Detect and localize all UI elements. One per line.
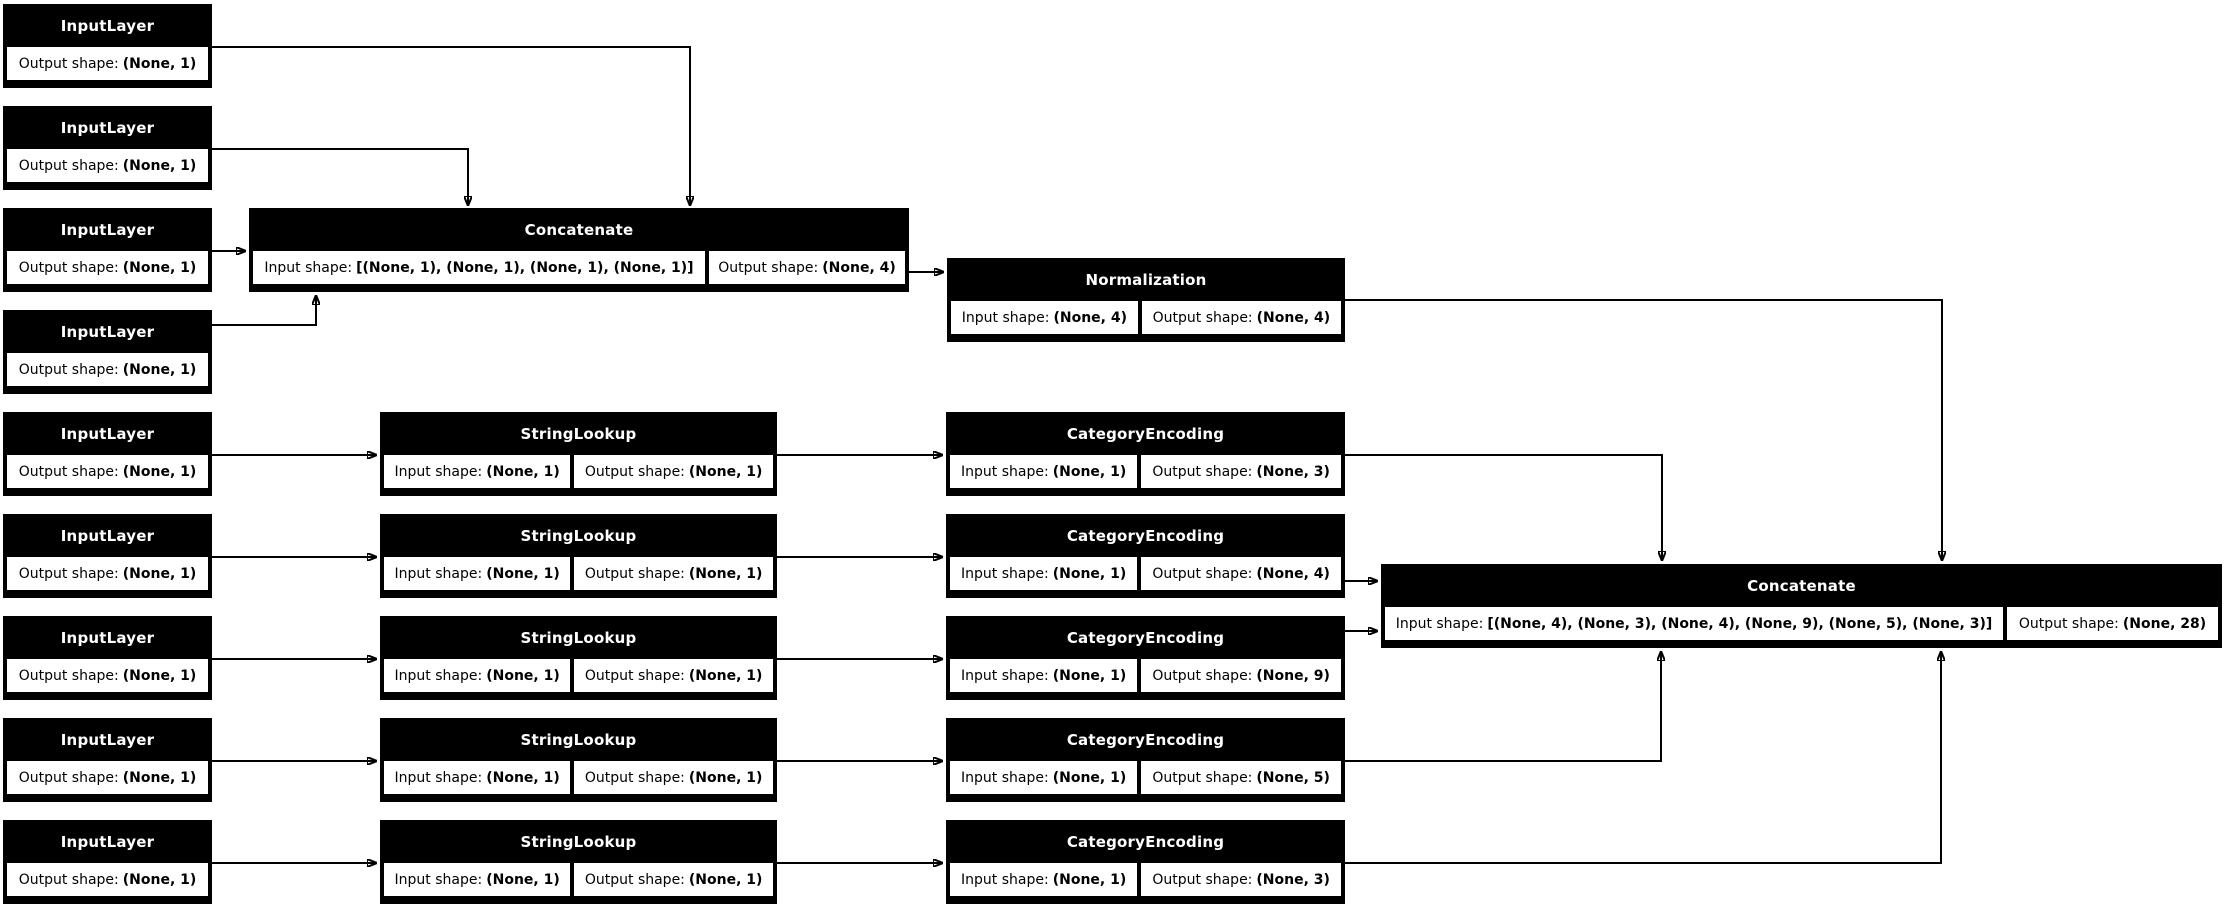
layer-type-label: InputLayer xyxy=(60,424,155,443)
layer-type-label: InputLayer xyxy=(60,220,155,239)
layer-type-label: InputLayer xyxy=(60,628,155,647)
layer-type-label: StringLookup xyxy=(520,628,637,647)
input-shape-cell: Input shape:(None, 1) xyxy=(384,557,571,590)
node-input-layer-3: InputLayer Output shape:(None, 1) xyxy=(3,208,212,292)
layer-type-label: StringLookup xyxy=(520,832,637,851)
node-string-lookup-4: StringLookup Input shape:(None, 1) Outpu… xyxy=(380,718,777,802)
output-shape-cell: Output shape:(None, 1) xyxy=(7,659,208,692)
layer-type-label: CategoryEncoding xyxy=(1066,832,1225,851)
input-shape-cell: Input shape:(None, 1) xyxy=(950,761,1138,794)
node-category-encoding-4: CategoryEncoding Input shape:(None, 1) O… xyxy=(946,718,1345,802)
input-shape-cell: Input shape:(None, 4) xyxy=(951,301,1138,334)
layer-type-label: InputLayer xyxy=(60,118,155,137)
node-string-lookup-5: StringLookup Input shape:(None, 1) Outpu… xyxy=(380,820,777,904)
node-normalization: Normalization Input shape:(None, 4) Outp… xyxy=(947,258,1345,342)
input-shape-cell: Input shape:[(None, 4), (None, 3), (None… xyxy=(1385,607,2003,640)
input-shape-cell: Input shape:(None, 1) xyxy=(950,455,1138,488)
node-category-encoding-5: CategoryEncoding Input shape:(None, 1) O… xyxy=(946,820,1345,904)
edge-input1-concatenate1 xyxy=(212,46,690,205)
node-input-layer-5: InputLayer Output shape:(None, 1) xyxy=(3,412,212,496)
node-category-encoding-2: CategoryEncoding Input shape:(None, 1) O… xyxy=(946,514,1345,598)
node-input-layer-8: InputLayer Output shape:(None, 1) xyxy=(3,718,212,802)
input-shape-cell: Input shape:(None, 1) xyxy=(384,659,571,692)
edge-input2-concatenate1 xyxy=(212,148,468,205)
node-input-layer-7: InputLayer Output shape:(None, 1) xyxy=(3,616,212,700)
output-shape-cell: Output shape:(None, 4) xyxy=(709,251,905,284)
input-shape-cell: Input shape:(None, 1) xyxy=(950,659,1138,692)
layer-type-label: CategoryEncoding xyxy=(1066,424,1225,443)
output-shape-cell: Output shape:(None, 1) xyxy=(7,455,208,488)
output-shape-cell: Output shape:(None, 28) xyxy=(2007,607,2218,640)
output-shape-cell: Output shape:(None, 3) xyxy=(1141,455,1341,488)
output-shape-cell: Output shape:(None, 1) xyxy=(574,455,773,488)
layer-type-label: InputLayer xyxy=(60,832,155,851)
node-input-layer-6: InputLayer Output shape:(None, 1) xyxy=(3,514,212,598)
node-category-encoding-1: CategoryEncoding Input shape:(None, 1) O… xyxy=(946,412,1345,496)
node-input-layer-9: InputLayer Output shape:(None, 1) xyxy=(3,820,212,904)
output-shape-cell: Output shape:(None, 1) xyxy=(574,659,773,692)
output-shape-cell: Output shape:(None, 1) xyxy=(7,47,208,80)
layer-type-label: CategoryEncoding xyxy=(1066,628,1225,647)
input-shape-cell: Input shape:(None, 1) xyxy=(950,557,1138,590)
layer-type-label: CategoryEncoding xyxy=(1066,730,1225,749)
output-shape-cell: Output shape:(None, 1) xyxy=(7,557,208,590)
edge-categoryencoding5-concatenate2 xyxy=(1345,652,1941,864)
input-shape-cell: Input shape:[(None, 1), (None, 1), (None… xyxy=(253,251,705,284)
layer-type-label: Normalization xyxy=(1085,270,1207,289)
node-string-lookup-2: StringLookup Input shape:(None, 1) Outpu… xyxy=(380,514,777,598)
node-string-lookup-1: StringLookup Input shape:(None, 1) Outpu… xyxy=(380,412,777,496)
layer-type-label: CategoryEncoding xyxy=(1066,526,1225,545)
input-shape-cell: Input shape:(None, 1) xyxy=(384,761,571,794)
layer-type-label: InputLayer xyxy=(60,730,155,749)
layer-type-label: Concatenate xyxy=(1747,576,1856,595)
output-shape-cell: Output shape:(None, 9) xyxy=(1141,659,1341,692)
node-input-layer-1: InputLayer Output shape:(None, 1) xyxy=(3,4,212,88)
output-shape-cell: Output shape:(None, 1) xyxy=(574,863,773,896)
output-shape-cell: Output shape:(None, 3) xyxy=(1141,863,1341,896)
output-shape-cell: Output shape:(None, 1) xyxy=(574,761,773,794)
layer-type-label: StringLookup xyxy=(520,424,637,443)
node-category-encoding-3: CategoryEncoding Input shape:(None, 1) O… xyxy=(946,616,1345,700)
layer-type-label: Concatenate xyxy=(524,220,634,239)
node-concatenate-1: Concatenate Input shape:[(None, 1), (Non… xyxy=(249,208,909,292)
layer-type-label: InputLayer xyxy=(60,16,155,35)
output-shape-cell: Output shape:(None, 1) xyxy=(7,251,208,284)
output-shape-cell: Output shape:(None, 1) xyxy=(574,557,773,590)
output-shape-cell: Output shape:(None, 4) xyxy=(1141,557,1341,590)
output-shape-cell: Output shape:(None, 1) xyxy=(7,761,208,794)
layer-type-label: StringLookup xyxy=(520,526,637,545)
layer-type-label: InputLayer xyxy=(60,322,155,341)
edge-input4-concatenate1 xyxy=(212,296,316,326)
output-shape-cell: Output shape:(None, 1) xyxy=(7,149,208,182)
node-input-layer-4: InputLayer Output shape:(None, 1) xyxy=(3,310,212,394)
node-concatenate-2: Concatenate Input shape:[(None, 4), (Non… xyxy=(1381,564,2222,648)
node-string-lookup-3: StringLookup Input shape:(None, 1) Outpu… xyxy=(380,616,777,700)
layer-type-label: InputLayer xyxy=(60,526,155,545)
output-shape-cell: Output shape:(None, 4) xyxy=(1141,301,1341,334)
input-shape-cell: Input shape:(None, 1) xyxy=(384,863,571,896)
output-shape-cell: Output shape:(None, 5) xyxy=(1141,761,1341,794)
input-shape-cell: Input shape:(None, 1) xyxy=(384,455,571,488)
node-input-layer-2: InputLayer Output shape:(None, 1) xyxy=(3,106,212,190)
output-shape-cell: Output shape:(None, 1) xyxy=(7,863,208,896)
input-shape-cell: Input shape:(None, 1) xyxy=(950,863,1138,896)
edge-normalization-concatenate2 xyxy=(1345,299,1942,560)
layer-type-label: StringLookup xyxy=(520,730,637,749)
output-shape-cell: Output shape:(None, 1) xyxy=(7,353,208,386)
edge-categoryencoding1-concatenate2 xyxy=(1345,454,1662,560)
edge-categoryencoding4-concatenate2 xyxy=(1345,652,1661,762)
